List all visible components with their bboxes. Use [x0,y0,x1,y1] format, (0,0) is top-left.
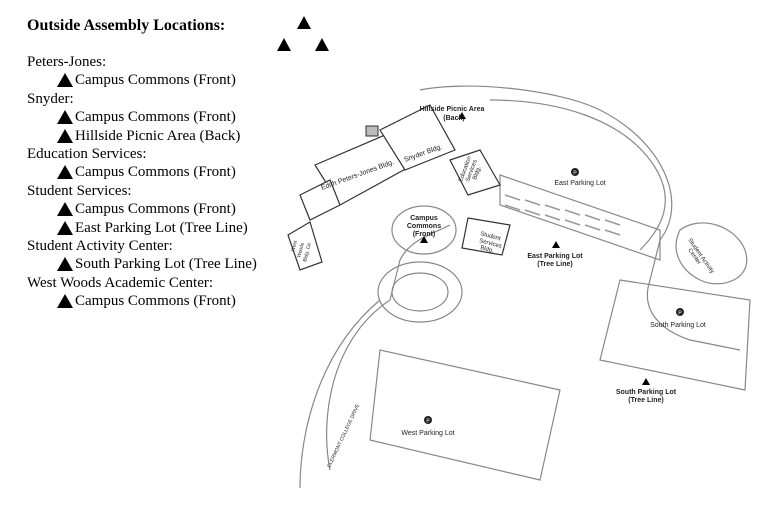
triangle-icon [57,202,73,217]
triangle-icon [57,294,73,309]
snyder-building [379,104,456,171]
south-tree-label: South Parking Lot [616,389,677,396]
commons-label: Campus [410,215,438,222]
triangle-icon [57,110,73,125]
drive-outline [326,224,451,471]
triangle-icon [57,165,73,180]
hillside-triangle-icon [458,112,466,119]
east-tree-label: East Parking Lot [527,253,583,260]
svg-text:P: P [678,311,682,317]
south-tree-triangle-icon [642,378,650,385]
svg-text:P: P [573,171,577,177]
hillside-label: Hillside Picnic Area [420,106,485,113]
roundabout [377,261,463,323]
location-item: East Parking Lot (Tree Line) [27,219,257,237]
student-services-building [461,217,511,256]
west-woods-label: Bldg. Ctr. [302,241,313,262]
education-building [449,149,501,196]
drive-label: CLERMONT COLLEGE DRIVE [326,403,361,469]
triangle-icon [57,220,73,235]
student-services-label: Bldg. [479,245,494,254]
triangle-icon [57,128,73,143]
location-item: Campus Commons (Front) [27,200,257,218]
building-name: Peters-Jones: [27,54,107,70]
svg-text:P: P [426,419,430,425]
location-item: Campus Commons (Front) [27,163,257,181]
campus-map: P P P Hillside Picnic Area (Back) Snyder… [287,85,751,489]
west-lot-outline [369,349,561,481]
location-item: Campus Commons (Front) [27,71,257,89]
triangle-icon [57,73,73,88]
east-tree-label: (Tree Line) [537,261,572,268]
location-item: Campus Commons (Front) [27,108,257,126]
building-name: Student Activity Center: [27,238,173,255]
commons-circle [391,205,457,255]
student-services-label: Services [478,238,502,250]
building-name: Snyder: [27,90,74,107]
east-lot-label: East Parking Lot [554,180,605,187]
education-label: Bldg. [472,165,482,180]
drive-outline [299,299,381,489]
sac-outline [675,222,748,285]
location-item: South Parking Lot (Tree Line) [27,255,257,273]
commons-label: (Front) [413,231,436,238]
assembly-location-list: Peters-Jones: Campus Commons (Front) Sny… [27,53,257,311]
parking-stalls [504,194,621,236]
building-name: West Woods Academic Center: [27,274,214,291]
west-lot-label: West Parking Lot [401,430,454,437]
assembly-triangle-icon [277,16,329,51]
east-lot-outline [499,174,661,261]
ring-road [419,85,741,351]
location-item: Hillside Picnic Area (Back) [27,127,257,145]
gray-square [365,125,379,137]
parking-icons: P P P [424,168,684,425]
connector-wing [299,179,341,221]
west-woods-label: Woods [296,242,306,259]
triangle-icon [57,257,73,272]
south-lot-outline [599,279,751,391]
roundabout-inner [391,272,449,312]
building-name: Education Services: [27,146,147,163]
east-tree-triangle-icon [552,241,560,248]
ring-road [489,99,666,251]
west-woods-building [287,221,323,271]
commons-label: Commons [407,223,441,230]
west-woods-label: West [290,239,299,252]
south-tree-label: (Tree Line) [628,397,663,404]
student-services-label: Student [479,231,501,242]
page-title: Outside Assembly Locations: [27,17,226,34]
building-name: Student Services: [27,182,132,199]
south-lot-label: South Parking Lot [650,322,706,329]
location-item: Campus Commons (Front) [27,292,257,310]
commons-triangle-icon [420,236,428,243]
hillside-label: (Back) [443,115,464,122]
